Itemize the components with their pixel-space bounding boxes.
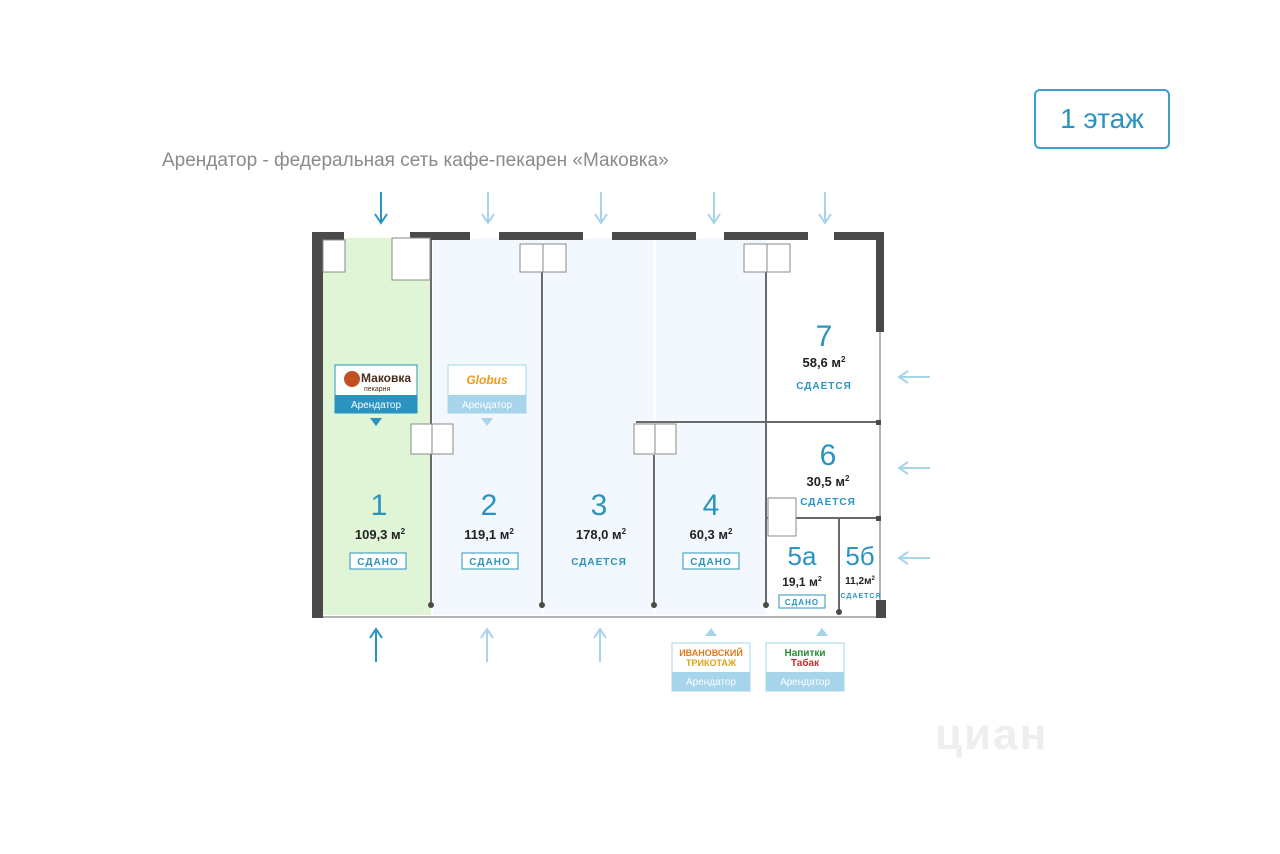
unit-number: 3 [591, 489, 608, 522]
unit-status: СДАНО [469, 557, 510, 568]
unit-status: СДАНО [357, 557, 398, 568]
ivanovsky-tenant-label: Арендатор [686, 677, 737, 688]
unit-status: СДАНО [690, 557, 731, 568]
unit-2-label: 2 119,1 м2 СДАНО [461, 489, 519, 570]
tenant-badge-napitki[interactable]: Напитки Табак Арендатор [765, 642, 845, 692]
tenant-caption: Арендатор - федеральная сеть кафе-пекаре… [162, 150, 669, 171]
unit-7-label: 7 58,6 м2 СДАЕТСЯ [796, 320, 852, 392]
tenant-badge-makovka[interactable]: Маковка пекарня Арендатор [334, 364, 418, 426]
unit-3-label: 3 178,0 м2 СДАЕТСЯ [571, 489, 627, 568]
tenant-badge-ivanovsky[interactable]: ИВАНОВСКИЙ ТРИКОТАЖ Арендатор [671, 642, 751, 692]
unit-status: СДАЕТСЯ [840, 593, 881, 600]
entrance-arrows-top [374, 192, 832, 225]
unit-5a-label: 5а 19,1 м2 СДАНО [778, 541, 826, 609]
unit-area: 109,3 м2 [355, 527, 406, 542]
ivanovsky-line2: ТРИКОТАЖ [686, 658, 737, 668]
unit-number: 5а [788, 541, 817, 571]
unit-6-label: 6 30,5 м2 СДАЕТСЯ [800, 439, 856, 508]
unit-5b-area[interactable] [840, 520, 880, 615]
unit-number: 6 [820, 439, 837, 472]
unit-4-label: 4 60,3 м2 СДАНО [682, 489, 740, 570]
globus-tenant-label: Арендатор [462, 400, 513, 411]
watermark-logo: циан [935, 710, 1049, 759]
unit-number: 4 [703, 489, 720, 522]
unit-area: 119,1 м2 [464, 527, 514, 542]
napitki-line1: Напитки [784, 648, 825, 659]
tenant-badge-globus[interactable]: Globus Арендатор [447, 364, 527, 426]
unit-status: СДАЕТСЯ [800, 497, 856, 508]
makovka-logo-text: Маковка [361, 371, 411, 385]
napitki-tenant-label: Арендатор [780, 677, 831, 688]
makovka-logo-subtext: пекарня [364, 386, 391, 393]
unit-area: 11,2м2 [845, 576, 875, 587]
partitions [430, 240, 880, 612]
unit-area: 30,5 м2 [806, 474, 850, 489]
unit-area: 58,6 м2 [802, 355, 846, 370]
unit-number: 5б [845, 541, 874, 571]
unit-number: 2 [481, 489, 498, 522]
unit-1-label: 1 109,3 м2 СДАНО [349, 489, 407, 570]
unit-area: 178,0 м2 [576, 527, 627, 542]
unit-area: 19,1 м2 [782, 575, 822, 589]
unit-area: 60,3 м2 [689, 527, 733, 542]
unit-5b-label: 5б 11,2м2 СДАЕТСЯ [840, 541, 881, 600]
unit-status: СДАНО [785, 598, 819, 607]
napitki-line2: Табак [791, 657, 820, 669]
unit-status: СДАЕТСЯ [796, 381, 852, 392]
restroom-icon [322, 237, 797, 537]
makovka-tenant-label: Арендатор [351, 400, 402, 411]
outer-walls [312, 232, 886, 618]
entrance-arrows-bottom [369, 627, 607, 662]
unit-number: 7 [816, 320, 833, 353]
ivanovsky-line1: ИВАНОВСКИЙ [679, 647, 743, 658]
unit-number: 1 [371, 489, 388, 522]
entrance-markers-bottom [705, 628, 828, 636]
unit-status: СДАЕТСЯ [571, 557, 627, 568]
floor-selector-button[interactable]: 1 этаж [1034, 89, 1170, 149]
entrance-arrows-right [897, 370, 930, 565]
right-facade [323, 332, 881, 618]
globus-logo-text: Globus [466, 373, 508, 387]
